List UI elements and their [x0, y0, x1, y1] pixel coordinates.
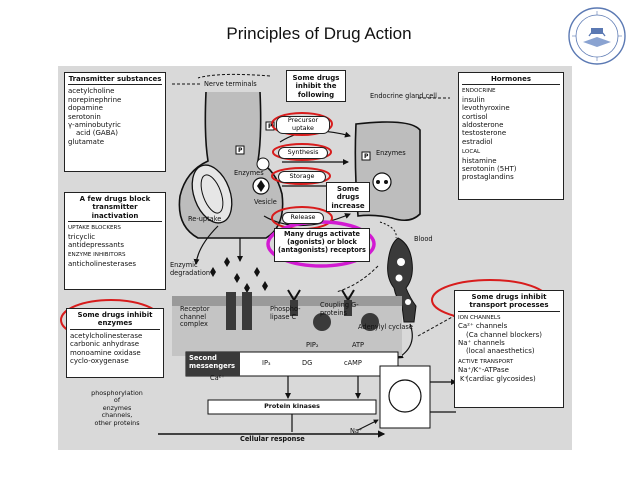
- protein-kinases-label: Protein kinases: [264, 402, 320, 410]
- second-messengers-label: Second messengers: [186, 352, 240, 376]
- hormone-item: estradiol: [462, 137, 493, 146]
- hormones-heading: Hormones: [462, 75, 560, 86]
- ion-item: (local anaesthetics): [466, 347, 535, 356]
- increase-box: Some drugs increase: [326, 182, 370, 212]
- p-marker: P: [364, 153, 369, 160]
- enzyme-inhibitor-item: anticholinesterases: [68, 259, 137, 268]
- phosphorylation-line: enzymes: [102, 403, 132, 412]
- k-plus-label: K⁺: [460, 375, 468, 383]
- slide-title: Principles of Drug Action: [226, 24, 412, 43]
- enzyme-item: acetylcholinesterase: [70, 331, 143, 340]
- inhibit-enzymes-heading: Some drugs inhibit enzymes: [70, 311, 160, 330]
- phospholipase-label: Phospho-lipase C: [270, 305, 301, 321]
- uptake-item: antidepressants: [68, 241, 125, 250]
- blood-label: Blood: [414, 235, 433, 243]
- storage-step: Storage: [278, 171, 326, 183]
- transmitter-item: γ-aminobutyric: [68, 121, 121, 130]
- inhibit-following-box: Some drugs inhibit the following: [286, 70, 346, 102]
- block-inactivation-box: A few drugs block transmitter inactivati…: [64, 192, 166, 290]
- active-transport-label: ACTIVE TRANSPORT: [458, 358, 514, 365]
- endocrine-cell-shape: [354, 121, 421, 222]
- p-marker: P: [268, 123, 273, 130]
- enzyme-item: carbonic anhydrase: [70, 340, 140, 349]
- hormone-item: testosterone: [462, 129, 507, 138]
- phosphorylation-line: channels,: [101, 411, 133, 420]
- reuptake-label: Re-uptake: [188, 215, 222, 223]
- transmitter-substances-box: Transmitter substances acetylcholine nor…: [64, 72, 166, 172]
- release-step: Release: [282, 212, 324, 224]
- ion-item: (Ca channel blockers): [466, 330, 542, 339]
- receptor-channel-label: Receptor channel complex: [180, 305, 210, 328]
- transmitter-item: norepinephrine: [68, 95, 122, 104]
- inhibit-enzymes-box: Some drugs inhibit enzymes acetylcholine…: [66, 308, 164, 378]
- uptake-item: tricyclic: [68, 232, 96, 241]
- coupling-label: Coupling G-proteins: [320, 301, 359, 317]
- precursor-uptake-step: Precursor uptake: [276, 116, 330, 134]
- phosphorylation-line: of: [113, 396, 121, 405]
- p-marker: P: [238, 147, 243, 154]
- na-plus-label: Na⁺: [350, 427, 363, 435]
- phosphorylation-line: phosphorylation: [91, 389, 143, 397]
- adenylyl-cyclase-label: Adenylyl cyclase: [358, 323, 413, 331]
- transmitter-item: acetylcholine: [68, 87, 115, 96]
- transmitter-item: acid (GABA): [76, 129, 119, 138]
- ion-item: Na⁺ channels: [458, 339, 505, 348]
- dg-label: DG: [302, 359, 313, 367]
- ion-item: Ca²⁺ channels: [458, 322, 508, 331]
- synthesis-step: Synthesis: [278, 147, 328, 159]
- inhibit-transport-heading: Some drugs inhibit transport processes: [458, 293, 560, 312]
- drug-action-diagram: Transmitter substances acetylcholine nor…: [58, 66, 572, 450]
- hormone-item: aldosterone: [462, 121, 504, 130]
- university-seal-logo: [568, 7, 626, 65]
- active-item: (cardiac glycosides): [466, 374, 536, 383]
- endocrine-label: ENDOCRINE: [462, 88, 496, 95]
- inhibit-transport-box: Some drugs inhibit transport processes I…: [454, 290, 564, 408]
- hormone-item: levothyroxine: [462, 104, 510, 113]
- enzymes-right-label: Enzymes: [376, 149, 406, 157]
- ip3-label: IP₃: [262, 359, 271, 367]
- enzyme-inhibitors-label: ENZYME INHIBITORS: [68, 252, 126, 259]
- hormone-item: prostaglandins: [462, 173, 514, 182]
- transmitter-item: dopamine: [68, 104, 103, 113]
- enzymic-degradation-label: Enzymic degradation: [170, 261, 211, 277]
- ca2-label: Ca²⁺: [210, 374, 225, 382]
- phosphorylation-label: phosphorylation of enzymes channels, oth…: [72, 389, 162, 427]
- hormones-box: Hormones ENDOCRINE insulin levothyroxine…: [458, 72, 564, 200]
- hormone-item: histamine: [462, 156, 497, 165]
- pip2-label: PIP₂: [306, 341, 319, 349]
- active-item: Na⁺/K⁺-ATPase: [458, 366, 509, 375]
- diagram-drawing: [60, 73, 549, 438]
- transmitter-item: serotonin: [68, 112, 101, 121]
- block-inactivation-heading: A few drugs block transmitter inactivati…: [68, 195, 162, 223]
- camp-label: cAMP: [344, 359, 362, 367]
- local-label: LOCAL: [462, 149, 481, 156]
- hormone-item: cortisol: [462, 112, 488, 121]
- transmitter-heading: Transmitter substances: [68, 75, 162, 86]
- enzyme-item: cyclo-oxygenase: [70, 357, 129, 366]
- hormone-item: insulin: [462, 95, 485, 104]
- receptor-drugs-box: Many drugs activate (agonists) or block …: [274, 228, 370, 262]
- uptake-blockers-label: UPTAKE BLOCKERS: [68, 225, 121, 232]
- atp-label: ATP: [352, 341, 365, 349]
- nerve-terminals-label: Nerve terminals: [204, 80, 257, 88]
- phosphorylation-line: other proteins: [94, 418, 140, 427]
- enzymes-left-label: Enzymes: [234, 169, 264, 177]
- ion-channels-label: ION CHANNELS: [458, 314, 501, 321]
- enzyme-item: monoamine oxidase: [70, 348, 141, 357]
- endocrine-cell-label: Endocrine gland cell: [370, 92, 437, 100]
- vesicle-label: Vesicle: [254, 198, 277, 206]
- cellular-response-label: Cellular response: [240, 435, 305, 443]
- transmitter-item: glutamate: [68, 137, 105, 146]
- hormone-item: serotonin (5HT): [462, 165, 517, 174]
